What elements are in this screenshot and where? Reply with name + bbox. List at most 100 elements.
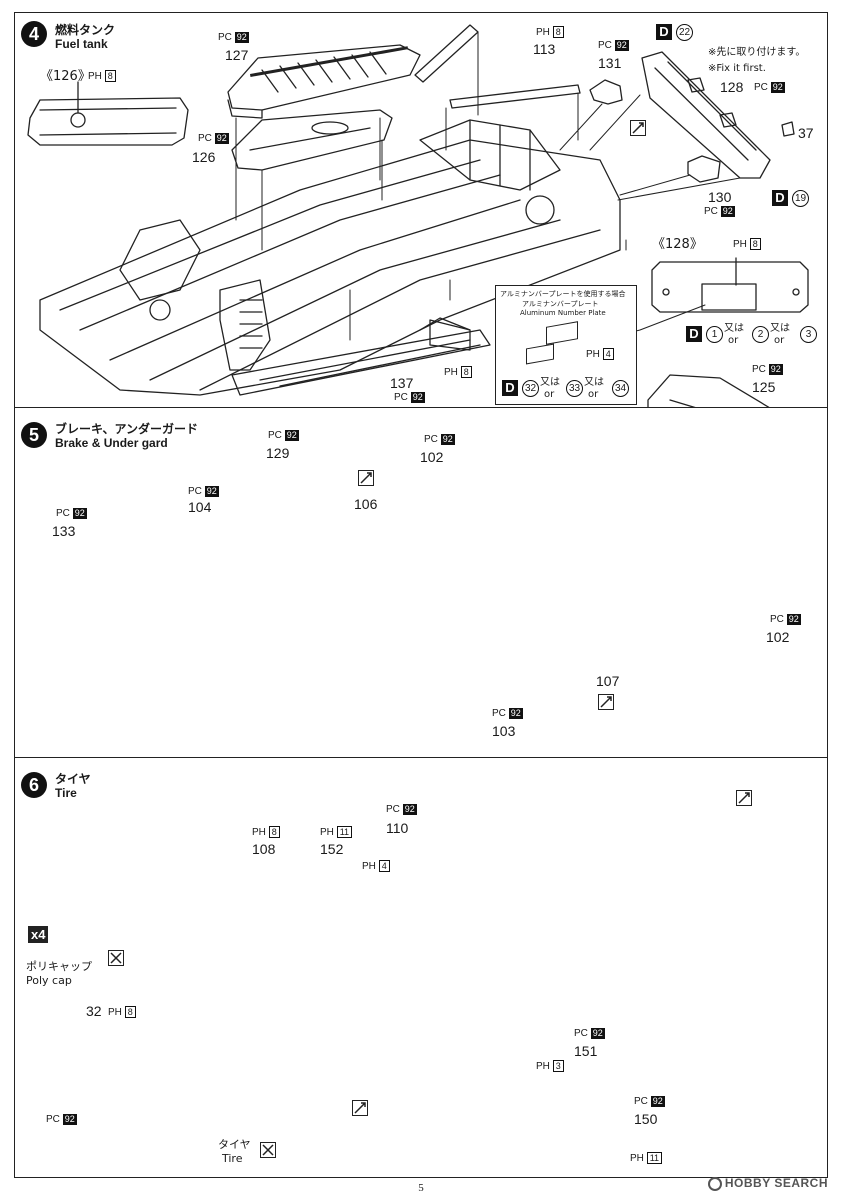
part-107-number: 107 bbox=[596, 673, 620, 689]
ref-126-material: PH 8 bbox=[88, 70, 116, 82]
part-102b-number: 102 bbox=[766, 629, 790, 645]
part-128-drawing bbox=[641, 51, 771, 179]
part-128-reference-drawing bbox=[651, 257, 809, 313]
part-152-number: 152 bbox=[320, 841, 344, 857]
part-152-material: PH 11 bbox=[320, 826, 353, 838]
cement-mark-icon bbox=[352, 1100, 368, 1116]
part-125-number: 125 bbox=[752, 379, 776, 395]
part-37-number: 37 bbox=[798, 125, 814, 141]
decal-sheet-d-2: D bbox=[772, 190, 788, 206]
part-152b-material: PH 4 bbox=[362, 860, 390, 872]
step-number: 5 bbox=[21, 422, 47, 448]
part-129-number: 129 bbox=[266, 445, 290, 461]
part-137-number: 137 bbox=[390, 375, 414, 391]
part-104-number: 104 bbox=[188, 499, 212, 515]
part-137-material: PC 92 bbox=[394, 392, 425, 403]
part-32-number: 32 bbox=[86, 1003, 102, 1019]
part-37-drawing bbox=[781, 121, 795, 137]
step-number: 4 bbox=[21, 21, 47, 47]
part-128-material: PC 92 bbox=[754, 82, 785, 93]
or-en-3: or bbox=[544, 389, 555, 400]
step-number: 6 bbox=[21, 772, 47, 798]
part-151-number: 151 bbox=[574, 1043, 598, 1059]
plate-material: PH 4 bbox=[586, 348, 614, 360]
fix-first-note-jp: ※先に取り付けます。 bbox=[708, 47, 806, 58]
watermark-logo-icon bbox=[707, 1176, 722, 1191]
part-106-number: 106 bbox=[354, 496, 378, 512]
or-en-1: or bbox=[728, 335, 739, 346]
cement-mark-icon bbox=[630, 120, 646, 136]
part-150-material: PC 92 bbox=[634, 1096, 665, 1107]
plate-decal-drawing bbox=[526, 343, 554, 365]
part-131-number: 131 bbox=[598, 55, 622, 71]
no-cement-mark-icon bbox=[260, 1142, 276, 1158]
ref-128-label: 《128》 bbox=[652, 237, 703, 252]
tray-126-drawing bbox=[231, 109, 393, 171]
part-133-number: 133 bbox=[52, 523, 76, 539]
part-150-material-2: PH 11 bbox=[630, 1152, 663, 1164]
part-151-material: PC 92 bbox=[574, 1028, 605, 1039]
ref-126-label: 《126》 bbox=[40, 69, 91, 84]
decal-sheet-d-3: D bbox=[686, 326, 702, 342]
watermark-text: HOBBY SEARCH bbox=[724, 1176, 828, 1190]
polycap-label-en: Poly cap bbox=[26, 974, 72, 987]
decal-2: 2 bbox=[752, 326, 769, 343]
part-103-number: 103 bbox=[492, 723, 516, 739]
part-130-number: 130 bbox=[708, 189, 732, 205]
part-129-material: PC 92 bbox=[268, 430, 299, 441]
bracket-131-drawing bbox=[589, 79, 623, 105]
ref-128-material: PH 8 bbox=[733, 238, 761, 250]
part-102a-number: 102 bbox=[420, 449, 444, 465]
cement-mark-icon bbox=[358, 470, 374, 486]
hub-material: PC 92 bbox=[46, 1114, 77, 1125]
part-126-material: PC 92 bbox=[198, 133, 229, 144]
step-title-jp: タイヤ bbox=[55, 772, 91, 786]
part-102a-material: PC 92 bbox=[424, 434, 455, 445]
or-jp-4: 又は bbox=[584, 377, 604, 388]
decal-19: 19 bbox=[792, 190, 809, 207]
part-128-number: 128 bbox=[720, 79, 744, 95]
plate-part-drawing bbox=[546, 321, 578, 345]
page-number: 5 bbox=[418, 1182, 424, 1194]
or-en-4: or bbox=[588, 389, 599, 400]
part-130-drawing bbox=[687, 155, 721, 183]
part-108-number: 108 bbox=[252, 841, 276, 857]
tire-label-en: Tire bbox=[222, 1152, 243, 1165]
step-title-en: Tire bbox=[55, 786, 77, 800]
decal-32: 32 bbox=[522, 380, 539, 397]
part-32-material: PH 8 bbox=[108, 1006, 136, 1018]
watermark: HOBBY SEARCH bbox=[707, 1176, 828, 1191]
cement-mark-icon bbox=[736, 790, 752, 806]
no-cement-mark-icon bbox=[108, 950, 124, 966]
part-151-material-2: PH 3 bbox=[536, 1060, 564, 1072]
or-jp-3: 又は bbox=[540, 377, 560, 388]
part-133-material: PC 92 bbox=[56, 508, 87, 519]
part-104-material: PC 92 bbox=[188, 486, 219, 497]
plate-title-jp: アルミナンバープレート bbox=[522, 300, 599, 308]
part-127-number: 127 bbox=[225, 47, 249, 63]
step-title-en: Brake & Under gard bbox=[55, 436, 168, 450]
decal-3: 3 bbox=[800, 326, 817, 343]
part-113-material: PH 8 bbox=[536, 26, 564, 38]
tire-label-jp: タイヤ bbox=[218, 1138, 251, 1151]
decal-sheet-d-4: D bbox=[502, 380, 518, 396]
part-110-material: PC 92 bbox=[386, 804, 417, 815]
part-108-material: PH 8 bbox=[252, 826, 280, 838]
part-131-material: PC 92 bbox=[598, 40, 629, 51]
aluminum-plate-box: アルミナンバープレートを使用する場合 アルミナンバープレート Aluminum … bbox=[495, 285, 637, 405]
plate-note-jp: アルミナンバープレートを使用する場合 bbox=[500, 290, 626, 298]
or-en-2: or bbox=[774, 335, 785, 346]
part-130-material: PC 92 bbox=[704, 206, 735, 217]
decal-22: 22 bbox=[676, 24, 693, 41]
step-title-en: Fuel tank bbox=[55, 37, 108, 51]
plate-title-en: Aluminum Number Plate bbox=[520, 309, 606, 317]
fix-first-note-en: ※Fix it first. bbox=[708, 63, 766, 74]
part-113-number: 113 bbox=[533, 41, 556, 57]
step-5-panel: 5 ブレーキ、アンダーガード Brake & Under gard bbox=[14, 408, 828, 758]
or-jp-1: 又は bbox=[724, 323, 744, 334]
part-125-material: PC 92 bbox=[752, 364, 783, 375]
step-title-jp: 燃料タンク bbox=[55, 23, 116, 37]
multiplier-badge: x4 bbox=[28, 926, 49, 943]
fuel-tank-127-drawing bbox=[227, 44, 421, 119]
part-103-material: PC 92 bbox=[492, 708, 523, 719]
